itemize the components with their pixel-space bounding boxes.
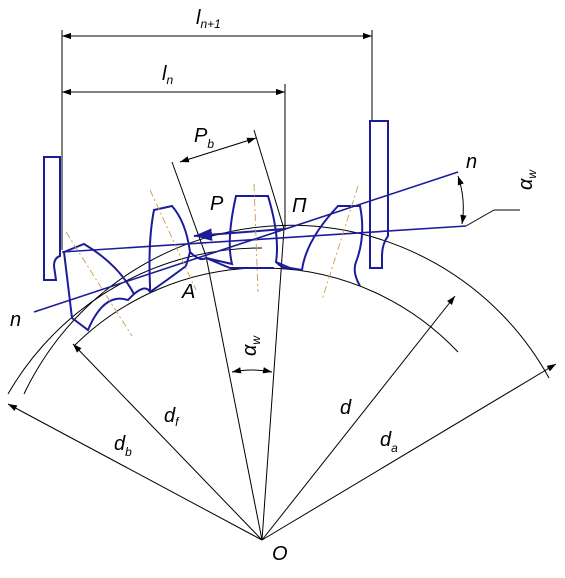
label-ln: ln bbox=[162, 63, 173, 87]
left-jaw bbox=[43, 156, 61, 281]
radius-df bbox=[72, 343, 263, 541]
label-a: A bbox=[181, 281, 195, 303]
label-pole: П bbox=[292, 195, 307, 217]
tooth-axis-4 bbox=[321, 185, 359, 301]
label-ln1: ln+1 bbox=[196, 7, 221, 31]
tooth-axis-3 bbox=[253, 183, 259, 293]
addendum-circle-arc bbox=[23, 224, 550, 395]
radius-to-pole bbox=[261, 228, 285, 541]
radius-db bbox=[7, 403, 263, 541]
label-alpha-bottom: αw bbox=[239, 335, 263, 356]
radius-da bbox=[261, 363, 557, 541]
pb-ext-right bbox=[253, 129, 285, 230]
label-o: O bbox=[272, 543, 288, 565]
gear-teeth bbox=[62, 195, 364, 332]
line-of-action bbox=[33, 171, 459, 313]
pitch-line-ext bbox=[465, 209, 495, 227]
dim-pb bbox=[179, 137, 257, 163]
label-alpha-right: αw bbox=[515, 169, 539, 190]
label-n-top: n bbox=[466, 151, 477, 173]
tooth-axis-2 bbox=[149, 189, 197, 291]
label-p: P bbox=[210, 193, 224, 215]
label-pb: Pb bbox=[194, 125, 214, 151]
radius-d bbox=[261, 295, 456, 541]
label-df: df bbox=[164, 405, 180, 429]
tooth-axis-1 bbox=[65, 231, 133, 337]
label-n-left: n bbox=[10, 309, 21, 331]
alpha-arc-bottom bbox=[231, 367, 273, 374]
force-arrow bbox=[193, 228, 285, 241]
label-d: d bbox=[340, 397, 352, 419]
label-db: db bbox=[114, 433, 132, 459]
right-jaw bbox=[369, 120, 389, 269]
alpha-arc-right bbox=[457, 175, 467, 225]
label-da: da bbox=[380, 429, 398, 455]
pitch-line bbox=[61, 225, 467, 253]
gear-root bbox=[149, 261, 291, 293]
radius-to-a bbox=[205, 255, 263, 541]
